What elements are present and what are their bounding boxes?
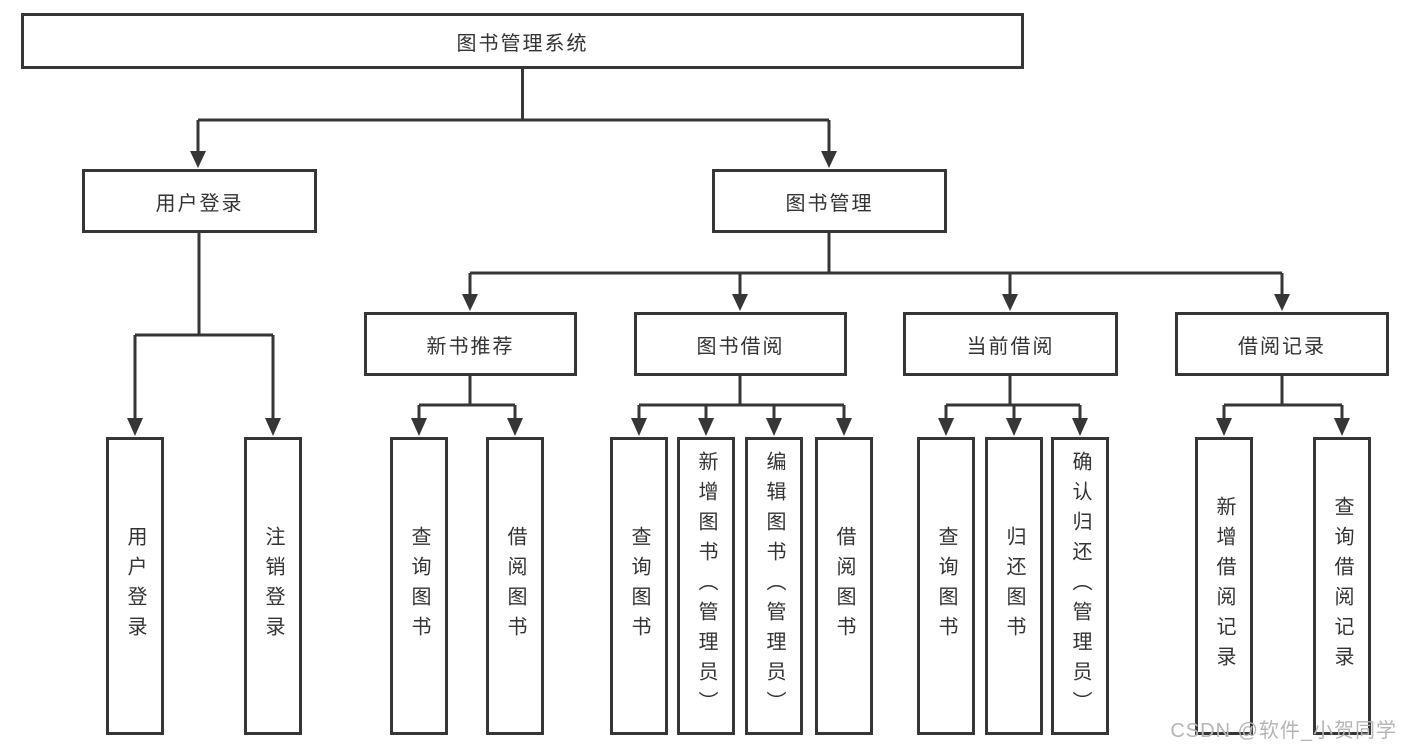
node-new-book-recommendation: 新书推荐 xyxy=(364,312,577,376)
arrowhead xyxy=(1072,418,1088,436)
arrowhead xyxy=(127,418,143,436)
edge-root-level2 xyxy=(196,69,831,156)
arrowheads xyxy=(127,151,1350,436)
leaf-logout: 注销登录 xyxy=(244,437,302,735)
arrowhead xyxy=(1216,418,1232,436)
leaf-query-books-current: 查询图书 xyxy=(917,437,975,735)
node-book-borrowing: 图书借阅 xyxy=(634,312,847,376)
arrowhead xyxy=(631,418,647,436)
arrowhead xyxy=(1006,418,1022,436)
leaf-add-borrow-record: 新增借阅记录 xyxy=(1195,437,1253,735)
leaf-query-borrow-record: 查询借阅记录 xyxy=(1313,437,1371,735)
arrowhead xyxy=(190,151,206,168)
arrowhead xyxy=(507,418,523,436)
arrowhead xyxy=(732,294,748,311)
node-library-management-system: 图书管理系统 xyxy=(21,13,1024,69)
leaf-borrow-books-recommend: 借阅图书 xyxy=(486,437,544,735)
arrowhead xyxy=(1274,294,1290,311)
leaf-user-login: 用户登录 xyxy=(106,437,164,735)
node-borrowing-records: 借阅记录 xyxy=(1175,312,1389,376)
leaf-confirm-return-admin: 确认归还（管理员） xyxy=(1051,437,1109,735)
arrowhead xyxy=(821,151,837,168)
node-current-borrowing: 当前借阅 xyxy=(903,312,1118,376)
arrowhead xyxy=(766,418,782,436)
leaf-edit-books-admin: 编辑图书（管理员） xyxy=(745,437,803,735)
edge-current-leaves xyxy=(944,376,1082,423)
edge-mgmt-level3 xyxy=(468,233,1284,298)
edge-user-leaves xyxy=(133,233,275,423)
leaf-add-books-admin: 新增图书（管理员） xyxy=(677,437,735,735)
edge-records-leaves xyxy=(1222,376,1344,423)
leaf-query-books-recommend: 查询图书 xyxy=(390,437,448,735)
arrowhead xyxy=(836,418,852,436)
node-book-management: 图书管理 xyxy=(712,169,947,233)
arrowhead xyxy=(411,418,427,436)
leaf-query-books-borrow: 查询图书 xyxy=(610,437,668,735)
edge-recommend-leaves xyxy=(417,376,517,423)
leaf-borrow-books: 借阅图书 xyxy=(815,437,873,735)
csdn-watermark: CSDN @软件_小贺同学 xyxy=(1170,720,1397,742)
arrowhead xyxy=(1002,294,1018,311)
edge-borrow-leaves xyxy=(637,376,846,423)
arrowhead xyxy=(462,294,478,311)
node-user-login: 用户登录 xyxy=(82,169,317,233)
leaf-return-books: 归还图书 xyxy=(985,437,1043,735)
arrowhead xyxy=(938,418,954,436)
arrowhead xyxy=(698,418,714,436)
arrowhead xyxy=(265,418,281,436)
arrowhead xyxy=(1334,418,1350,436)
